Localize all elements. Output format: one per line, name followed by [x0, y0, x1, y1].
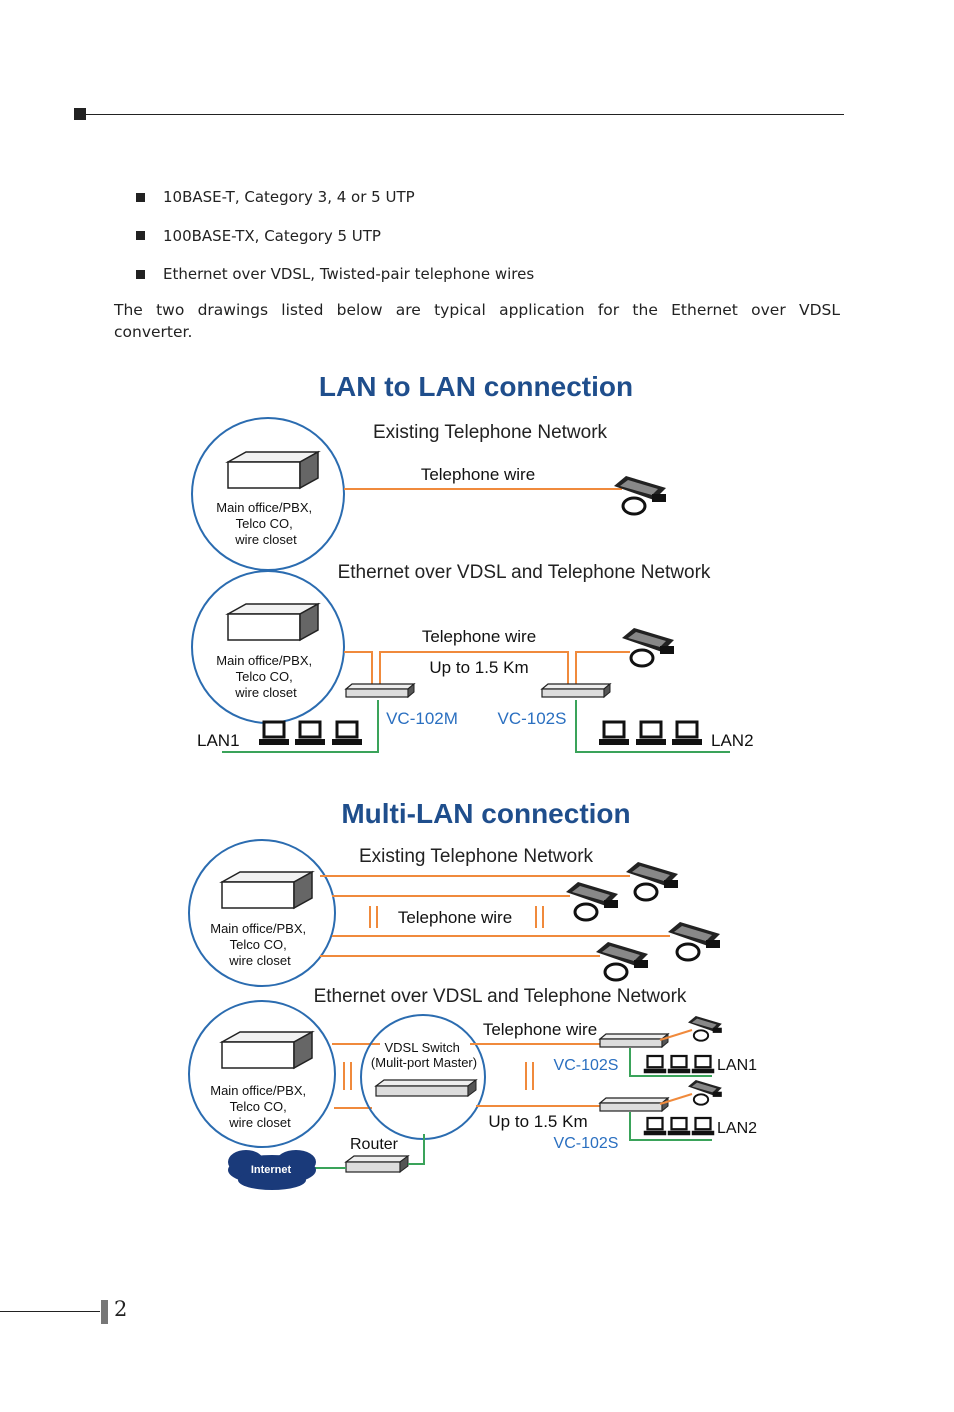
lan2-label: LAN2 — [717, 1120, 757, 1137]
bullet-square-icon — [136, 231, 145, 240]
office-circle — [191, 570, 345, 724]
diagram2-existing-label: Existing Telephone Network — [359, 846, 594, 867]
telephone-icon — [564, 880, 620, 922]
lan2-label: LAN2 — [711, 731, 754, 750]
slave-model-label: VC-102S — [498, 709, 567, 728]
distance-label: Up to 1.5 Km — [429, 658, 528, 677]
bullet-item: Ethernet over VDSL, Twisted-pair telepho… — [136, 263, 856, 285]
office-label: Main office/PBX, Telco CO, wire closet — [216, 653, 316, 700]
computer-icon — [670, 720, 704, 747]
telephone-wire-label: Telephone wire — [421, 465, 535, 484]
office-circle — [191, 417, 345, 571]
distance-label: Up to 1.5 Km — [488, 1112, 587, 1131]
footer-rule — [0, 1311, 100, 1312]
telephone-icon — [620, 626, 676, 668]
computer-icon — [330, 720, 364, 747]
computer-icon — [666, 1116, 692, 1137]
computer-icon — [666, 1054, 692, 1075]
footer-marker — [101, 1300, 108, 1324]
telephone-icon — [624, 860, 680, 902]
vdsl-switch-circle — [360, 1014, 486, 1140]
computer-icon — [634, 720, 668, 747]
vdsl-converter-slave-icon — [541, 683, 611, 698]
intro-paragraph: The two drawings listed below are typica… — [114, 301, 840, 341]
pbx-device-icon — [227, 451, 319, 489]
office-label: Main office/PBX, Telco CO, wire closet — [210, 1083, 310, 1130]
computer-icon — [642, 1054, 668, 1075]
computer-icon — [690, 1116, 716, 1137]
diagram2-title: Multi-LAN connection — [341, 798, 630, 829]
diagram1-existing-label: Existing Telephone Network — [373, 422, 608, 443]
bullet-text: Ethernet over VDSL, Twisted-pair telepho… — [163, 265, 535, 283]
vdsl-converter-slave-icon — [599, 1033, 669, 1048]
header-rule — [86, 114, 844, 115]
lan1-label: LAN1 — [197, 731, 240, 750]
router-icon — [344, 1155, 410, 1173]
page-number: 2 — [114, 1297, 128, 1321]
lan1-label: LAN1 — [717, 1057, 757, 1074]
computer-icon — [257, 720, 291, 747]
diagram1-title: LAN to LAN connection — [319, 371, 633, 402]
office-label: Main office/PBX, Telco CO, wire closet — [210, 921, 310, 968]
network-diagrams: LAN to LAN connection Existing Telephone… — [188, 371, 757, 1190]
slave-model-label: VC-102S — [554, 1057, 619, 1074]
telephone-icon — [687, 1015, 723, 1042]
diagram2-evdsl-label: Ethernet over VDSL and Telephone Network — [314, 986, 687, 1007]
telephone-icon — [666, 920, 722, 962]
vdsl-switch-icon — [374, 1079, 478, 1097]
master-model-label: VC-102M — [386, 709, 458, 728]
telephone-wire-label: Telephone wire — [398, 908, 512, 927]
office-circle — [188, 839, 336, 987]
internet-cloud-icon — [228, 1150, 316, 1190]
telephone-icon — [687, 1079, 723, 1106]
diagram1-evdsl-label: Ethernet over VDSL and Telephone Network — [338, 562, 711, 583]
office-circle — [188, 1000, 336, 1148]
computer-icon — [642, 1116, 668, 1137]
router-label: Router — [350, 1136, 399, 1153]
bullet-item: 10BASE-T, Category 3, 4 or 5 UTP — [136, 186, 856, 208]
internet-label: Internet — [251, 1164, 292, 1176]
pbx-device-icon — [221, 871, 313, 909]
bullet-square-icon — [136, 192, 145, 202]
bullet-text: 10BASE-T, Category 3, 4 or 5 UTP — [163, 188, 415, 206]
bullet-item: 100BASE-TX, Category 5 UTP — [136, 225, 856, 247]
pbx-device-icon — [227, 603, 319, 641]
telephone-wire-label: Telephone wire — [483, 1020, 597, 1039]
vdsl-converter-slave-icon — [599, 1097, 669, 1112]
vdsl-switch-label: VDSL Switch (Mulit-port Master) — [371, 1040, 477, 1070]
bullet-text: 100BASE-TX, Category 5 UTP — [163, 226, 381, 245]
header-square — [74, 108, 86, 120]
computer-icon — [690, 1054, 716, 1075]
bullet-list: 10BASE-T, Category 3, 4 or 5 UTP 100BASE… — [136, 186, 856, 302]
telephone-icon — [612, 474, 668, 516]
vdsl-converter-master-icon — [345, 683, 415, 698]
telephone-wire-label: Telephone wire — [422, 627, 536, 646]
computer-icon — [293, 720, 327, 747]
office-label: Main office/PBX, Telco CO, wire closet — [216, 500, 316, 547]
bullet-square-icon — [136, 269, 145, 279]
pbx-device-icon — [221, 1031, 313, 1069]
telephone-icon — [594, 940, 650, 982]
computer-icon — [597, 720, 631, 747]
slave-model-label: VC-102S — [554, 1135, 619, 1152]
